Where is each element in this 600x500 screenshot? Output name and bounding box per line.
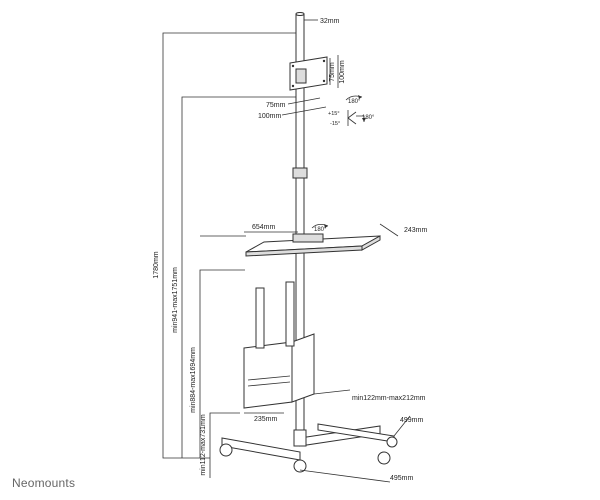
vesa-width-dimensions: 75mm 100mm [258, 97, 327, 120]
monitor-height-label: min941-max1751mm [172, 267, 179, 333]
tray-height-label: min884-max1694mm [190, 347, 197, 413]
base-depth-dimension: 499mm [393, 415, 424, 437]
total-height-dimension: 1780mm [153, 32, 300, 459]
base-height-label: min112-max731mm [200, 414, 207, 476]
vesa-small-width-label: 75mm [266, 102, 286, 109]
tilt-down-label: -15° [330, 121, 340, 127]
monitor-height-dimension: min941-max1751mm [172, 96, 300, 458]
cpu-width-dimension: min122mm-max212mm [313, 389, 426, 402]
base-depth-label: 499mm [400, 417, 424, 424]
swivel-label: 180° [362, 115, 375, 121]
caster-wheels [219, 436, 398, 473]
tilt-up-label: +15° [328, 111, 340, 117]
cpu-depth-dimension: 235mm [244, 412, 284, 423]
base-width-dimension: 495mm [299, 469, 414, 483]
pole-diameter-dimension: 32mm [304, 18, 340, 25]
tray-width-label: 654mm [252, 224, 276, 231]
brand-logo: Neomounts [12, 476, 76, 490]
cpu-width-label: min122mm-max212mm [352, 395, 426, 402]
vesa-height-dimensions: 75mm 100mm [329, 55, 346, 88]
vesa-large-height-label: 100mm [339, 60, 346, 84]
tray-depth-label: 243mm [404, 227, 428, 234]
pole-diameter-label: 32mm [320, 18, 340, 25]
tray-depth-dimension: 243mm [379, 223, 428, 237]
base [221, 423, 395, 461]
keyboard-tray [245, 233, 381, 257]
rotation-label: 180° [348, 99, 361, 105]
base-height-dimension: min112-max731mm [200, 412, 240, 478]
tray-rotation-label: 180° [314, 227, 327, 233]
cpu-holder [243, 281, 315, 409]
swivel-icon: 180° [356, 115, 375, 122]
base-width-label: 495mm [390, 475, 414, 482]
vesa-large-width-label: 100mm [258, 113, 282, 120]
tray-rotation-icon: 180° [311, 224, 329, 233]
cpu-depth-label: 235mm [254, 416, 278, 423]
vesa-plate [289, 56, 328, 91]
total-height-label: 1780mm [153, 251, 160, 278]
vesa-small-height-label: 75mm [329, 62, 336, 82]
rotation-icon: 180° [345, 95, 363, 105]
tray-width-dimension: 654mm [200, 224, 298, 237]
tilt-icon: +15° -15° [328, 110, 357, 127]
tray-height-dimension: min884-max1694mm [190, 269, 245, 458]
